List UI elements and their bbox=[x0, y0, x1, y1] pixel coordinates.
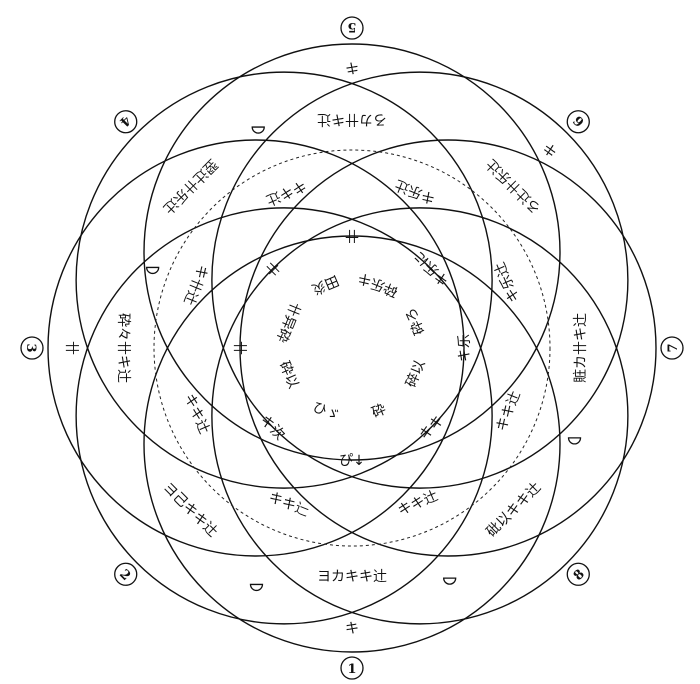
outer-label-1: キ bbox=[345, 621, 359, 637]
ring-label-5: ろカ卄キ辻 bbox=[317, 111, 387, 127]
sector-number-5: 5 bbox=[340, 16, 364, 40]
svg-text:7: 7 bbox=[666, 343, 681, 352]
middle-label-6: キ乐辻 bbox=[492, 260, 523, 305]
ring-label-4: 翌辻卄乐辻 bbox=[160, 156, 221, 217]
sector-number-3: 3 bbox=[20, 336, 44, 360]
core-label-1: ひゞ bbox=[310, 399, 342, 424]
ring-label-7: 賍カ卄キ辻 bbox=[573, 313, 589, 383]
loop-mark-4 bbox=[567, 437, 582, 445]
svg-text:5: 5 bbox=[347, 19, 356, 34]
interlocking-circles bbox=[47, 43, 657, 653]
circle-5 bbox=[143, 235, 561, 653]
circle-1 bbox=[143, 43, 561, 461]
core-label-4: 田炎 bbox=[309, 272, 341, 298]
middle-label-8: キキ辻 bbox=[396, 488, 441, 519]
circle-3 bbox=[239, 139, 657, 557]
inner-label-3: 卄 bbox=[231, 341, 247, 355]
ring-label-6: ろ辻卄乐辻 bbox=[484, 156, 545, 217]
sector-numbers: 1 2 3 4 5 6 7 8 bbox=[20, 16, 684, 680]
sector-number-4: 4 bbox=[114, 110, 138, 134]
circle-2 bbox=[211, 71, 629, 489]
circle-4 bbox=[211, 207, 629, 625]
inner-label-1: ぴ↓ bbox=[339, 453, 365, 469]
svg-text:1: 1 bbox=[347, 662, 356, 677]
loop-mark-3 bbox=[251, 126, 265, 134]
middle-label-1: キキ辷 bbox=[266, 489, 311, 520]
ring-label-3: 砕々卄キ辻 bbox=[115, 313, 131, 383]
circle-8 bbox=[75, 71, 493, 489]
middle-label-3: キ卄辻 bbox=[180, 262, 211, 307]
outer-label-6: キ bbox=[540, 139, 561, 160]
core-label-2: 砕以 bbox=[276, 359, 302, 391]
outer-label-5: キ bbox=[345, 59, 359, 75]
core-label-8: 砕 bbox=[369, 401, 388, 421]
middle-label-4: キキ辻 bbox=[264, 177, 309, 208]
loop-mark-1 bbox=[249, 583, 264, 592]
ring-label-2: ヨ己キキ辻 bbox=[160, 480, 221, 541]
core-label-3: 卄异砕 bbox=[273, 300, 304, 345]
inner-label-6: キ乐に bbox=[411, 248, 452, 289]
sector-number-8: 8 bbox=[566, 562, 590, 586]
core-label-5: 砕乐キ bbox=[355, 269, 400, 300]
loop-mark-5 bbox=[443, 577, 457, 585]
middle-label-5: キ乐辻 bbox=[393, 176, 438, 207]
ring-labels: キ卄キキヨカキキ辻ヨ己キキ辻砕々卄キ辻翌辻卄乐辻ろカ卄キ辻ろ辻卄乐辻賍カ卄キ辻砒… bbox=[63, 59, 589, 637]
inner-label-7: キ乐 bbox=[457, 334, 473, 362]
inner-label-5: 卄 bbox=[345, 227, 359, 243]
ring-label-8: 砒以キキ辻 bbox=[484, 480, 545, 541]
core-label-7: 碎以 bbox=[403, 358, 428, 390]
dashed-circle bbox=[153, 149, 551, 547]
core-label-6: 砕ろ bbox=[403, 305, 429, 337]
loop-mark-2 bbox=[146, 266, 160, 275]
sector-number-1: 1 bbox=[340, 656, 364, 680]
ring-label-1: ヨカキキ辻 bbox=[317, 569, 387, 585]
inner-label-4: 卄 bbox=[261, 257, 282, 278]
middle-label-2: キキ辻 bbox=[181, 392, 212, 437]
sector-number-7: 7 bbox=[660, 336, 684, 360]
circle-6 bbox=[75, 207, 493, 625]
circle-7 bbox=[47, 139, 465, 557]
svg-text:3: 3 bbox=[23, 343, 38, 352]
middle-label-7: キキ辻 bbox=[493, 389, 524, 434]
sector-number-2: 2 bbox=[114, 562, 138, 586]
outer-label-3: 卄 bbox=[63, 341, 79, 355]
sector-number-6: 6 bbox=[566, 110, 590, 134]
